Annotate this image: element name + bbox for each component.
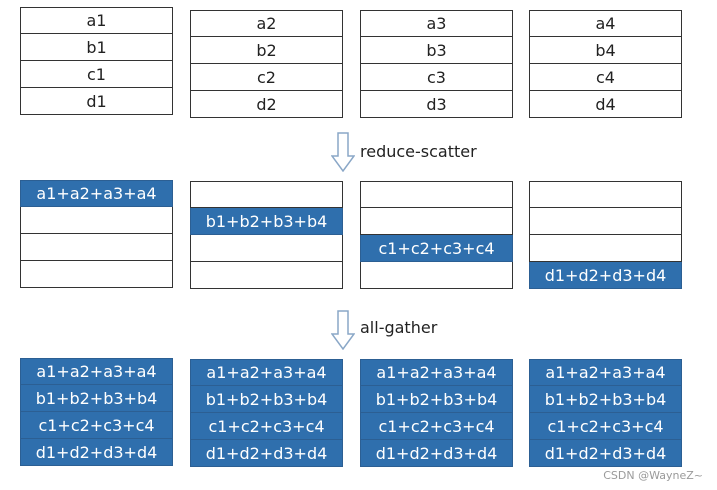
- gathered-cell: d1+d2+d3+d4: [360, 440, 513, 467]
- reduce-scatter-label: reduce-scatter: [360, 142, 477, 161]
- node-4-initial: a4 b4 c4 d4: [529, 10, 682, 118]
- reduced-cell: a1+a2+a3+a4: [20, 180, 173, 207]
- gathered-cell: c1+c2+c3+c4: [360, 413, 513, 440]
- node-1-all-gather: a1+a2+a3+a4 b1+b2+b3+b4 c1+c2+c3+c4 d1+d…: [20, 358, 173, 466]
- empty-cell: [360, 262, 513, 289]
- gathered-cell: b1+b2+b3+b4: [190, 386, 343, 413]
- cell: a4: [529, 10, 682, 37]
- gathered-cell: b1+b2+b3+b4: [360, 386, 513, 413]
- empty-cell: [190, 181, 343, 208]
- cell: c1: [20, 61, 173, 88]
- node-1-initial: a1 b1 c1 d1: [20, 7, 173, 115]
- gathered-cell: d1+d2+d3+d4: [20, 439, 173, 466]
- gathered-cell: a1+a2+a3+a4: [20, 358, 173, 385]
- empty-cell: [360, 181, 513, 208]
- all-gather-label: all-gather: [360, 318, 438, 337]
- node-2-initial: a2 b2 c2 d2: [190, 10, 343, 118]
- cell: c3: [360, 64, 513, 91]
- node-2-reduce-scatter: b1+b2+b3+b4: [190, 181, 343, 289]
- node-4-reduce-scatter: d1+d2+d3+d4: [529, 181, 682, 289]
- empty-cell: [190, 262, 343, 289]
- down-arrow-icon: [331, 310, 355, 350]
- watermark: CSDN @WayneZ~: [603, 469, 703, 482]
- gathered-cell: c1+c2+c3+c4: [190, 413, 343, 440]
- cell: c2: [190, 64, 343, 91]
- gathered-cell: b1+b2+b3+b4: [20, 385, 173, 412]
- cell: c4: [529, 64, 682, 91]
- reduced-cell: d1+d2+d3+d4: [529, 262, 682, 289]
- gathered-cell: d1+d2+d3+d4: [190, 440, 343, 467]
- node-3-reduce-scatter: c1+c2+c3+c4: [360, 181, 513, 289]
- cell: d3: [360, 91, 513, 118]
- gathered-cell: a1+a2+a3+a4: [529, 359, 682, 386]
- reduced-cell: b1+b2+b3+b4: [190, 208, 343, 235]
- cell: d4: [529, 91, 682, 118]
- gathered-cell: c1+c2+c3+c4: [529, 413, 682, 440]
- gathered-cell: c1+c2+c3+c4: [20, 412, 173, 439]
- node-3-all-gather: a1+a2+a3+a4 b1+b2+b3+b4 c1+c2+c3+c4 d1+d…: [360, 359, 513, 467]
- gathered-cell: b1+b2+b3+b4: [529, 386, 682, 413]
- empty-cell: [20, 261, 173, 288]
- cell: b1: [20, 34, 173, 61]
- cell: a1: [20, 7, 173, 34]
- empty-cell: [20, 207, 173, 234]
- cell: b2: [190, 37, 343, 64]
- empty-cell: [529, 208, 682, 235]
- cell: b3: [360, 37, 513, 64]
- node-1-reduce-scatter: a1+a2+a3+a4: [20, 180, 173, 288]
- empty-cell: [529, 235, 682, 262]
- node-3-initial: a3 b3 c3 d3: [360, 10, 513, 118]
- gathered-cell: a1+a2+a3+a4: [360, 359, 513, 386]
- empty-cell: [529, 181, 682, 208]
- cell: d1: [20, 88, 173, 115]
- reduced-cell: c1+c2+c3+c4: [360, 235, 513, 262]
- empty-cell: [20, 234, 173, 261]
- cell: a2: [190, 10, 343, 37]
- cell: d2: [190, 91, 343, 118]
- empty-cell: [190, 235, 343, 262]
- cell: a3: [360, 10, 513, 37]
- down-arrow-icon: [331, 132, 355, 172]
- gathered-cell: a1+a2+a3+a4: [190, 359, 343, 386]
- node-4-all-gather: a1+a2+a3+a4 b1+b2+b3+b4 c1+c2+c3+c4 d1+d…: [529, 359, 682, 467]
- node-2-all-gather: a1+a2+a3+a4 b1+b2+b3+b4 c1+c2+c3+c4 d1+d…: [190, 359, 343, 467]
- cell: b4: [529, 37, 682, 64]
- gathered-cell: d1+d2+d3+d4: [529, 440, 682, 467]
- empty-cell: [360, 208, 513, 235]
